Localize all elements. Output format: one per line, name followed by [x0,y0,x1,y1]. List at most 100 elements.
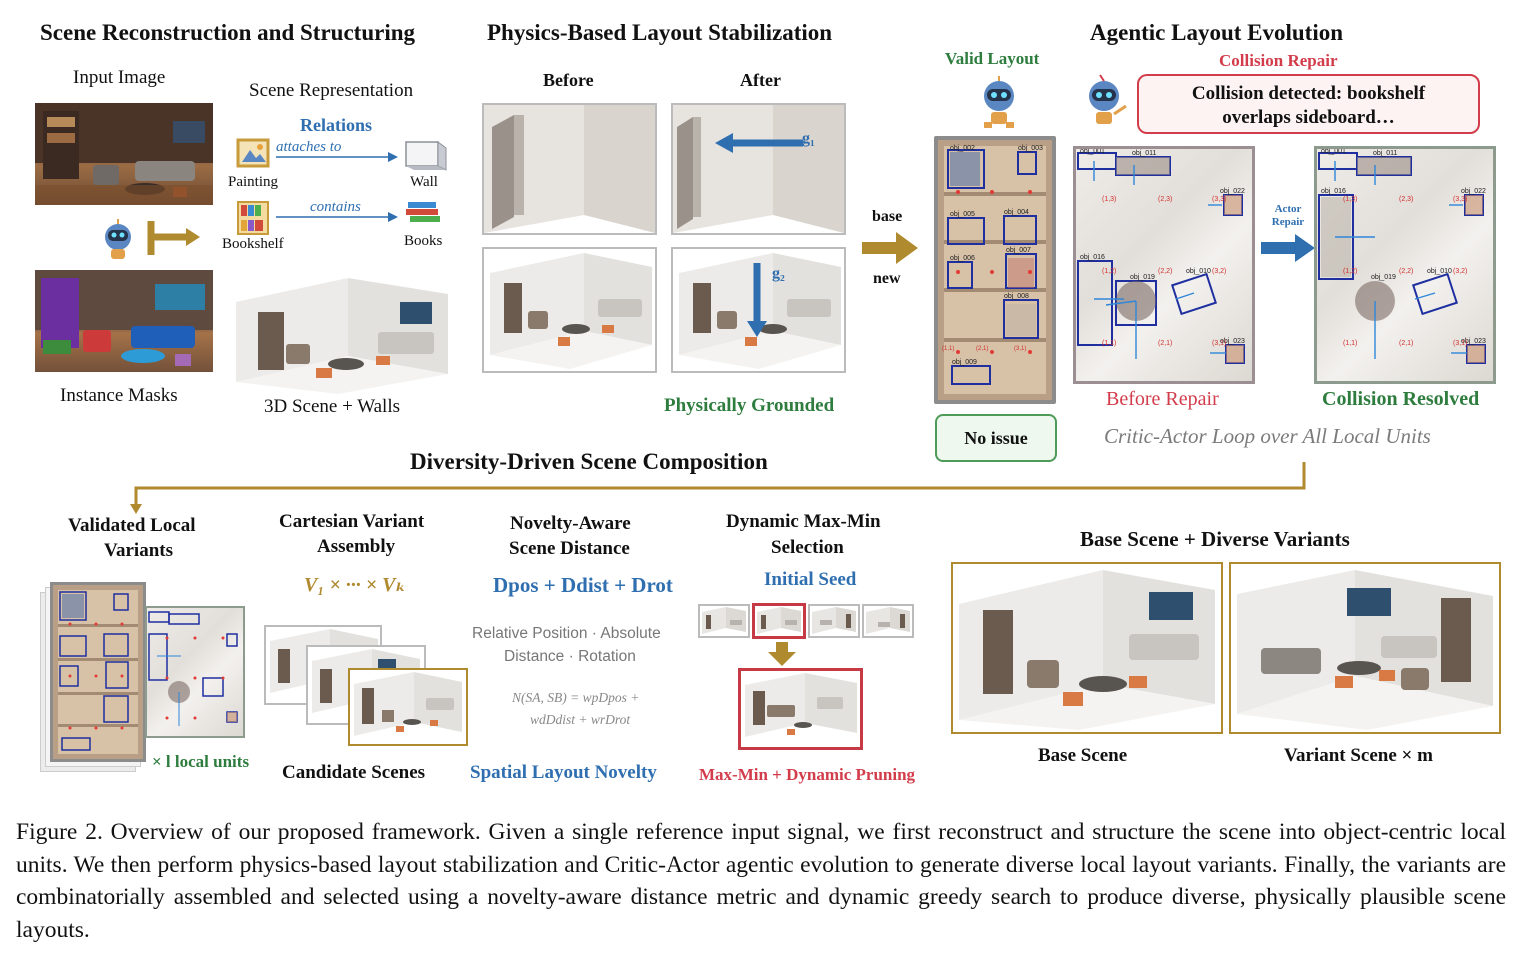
input-room-drawing [35,103,213,205]
critic-robot-icon [984,76,1014,128]
validated-line2: Variants [104,540,173,561]
grid-before-4: (2,2) [1158,268,1172,275]
after-room-image [671,247,846,373]
shelf-label-3: obj_004 [1004,209,1029,216]
shelf-grid-0: (1,1) [942,346,954,352]
instance-masks-image [35,270,213,372]
grid-after-0: (1,3) [1343,196,1357,203]
novelty-line2: Scene Distance [509,538,630,559]
attaches-to-label: attaches to [276,139,342,155]
base-new-arrow [862,232,918,264]
cartesian-line2: Assembly [317,536,396,557]
maxmin-line1: Dynamic Max-Min [726,511,881,532]
robot-icon [105,219,131,259]
plan-before-label-2: obj_022 [1220,188,1245,195]
candidate-scene-3 [348,668,468,746]
before-repair-label: Before Repair [1106,388,1219,410]
grid-before-2: (3,3) [1212,196,1226,203]
grid-before-8: (3,1) [1212,340,1226,347]
seed-thumb-1-drawing [702,607,746,634]
transform-arrow-icon [147,221,200,255]
plan-after-label-5: obj_010 [1427,268,1452,275]
validated-shelf-drawing [53,585,143,759]
bookshelf-label: Bookshelf [222,236,284,252]
grid-after-1: (2,3) [1399,196,1413,203]
valid-layout-label: Valid Layout [945,49,1040,68]
critic-actor-loop-label: Critic-Actor Loop over All Local Units [1104,424,1431,448]
shelf-label-1: obj_003 [1018,145,1043,152]
new-label: new [873,270,901,287]
input-image [35,103,213,205]
local-units-label: × l local units [152,752,250,771]
selected-scene-image [738,668,863,750]
collision-message-box: Collision detected: bookshelf overlaps s… [1137,74,1480,134]
actor-repair-arrow [1261,234,1315,262]
base-label: base [872,208,903,225]
plan-before-label-6: obj_023 [1220,338,1245,345]
plan-before-label-3: obj_016 [1080,254,1105,261]
cartesian-line1: Cartesian Variant [279,511,425,532]
base-scene-label: Base Scene [1038,745,1128,766]
robot-arrow-group [105,219,200,259]
collision-message-line2: overlaps sideboard… [1222,107,1395,128]
validated-plan-drawing [148,611,238,726]
seed-thumb-1 [698,604,750,638]
novelty-desc-line1: Relative Position · Absolute [472,625,661,642]
before-wall-drawing [484,105,655,233]
section-title-reconstruction: Scene Reconstruction and Structuring [40,20,416,45]
novelty-equation-line2: wdDdist + wrDrot [530,712,631,727]
scene-representation-label: Scene Representation [249,80,414,101]
collision-resolved-label: Collision Resolved [1322,388,1480,410]
section-title-physics: Physics-Based Layout Stabilization [487,20,833,45]
shelf-grid-1: (2,1) [976,346,988,352]
section-title-agentic: Agentic Layout Evolution [1090,20,1344,45]
books-icon [406,202,440,222]
selection-down-arrow [768,642,796,666]
books-label: Books [404,233,443,249]
wall-label: Wall [410,174,438,190]
instance-masks-label: Instance Masks [60,385,178,406]
plan-before-label-0: obj_001 [1080,149,1105,155]
plan-before-label-1: obj_011 [1132,150,1157,157]
validated-shelf-card [50,582,146,762]
plan-after-label-0: obj_001 [1321,149,1346,155]
wall-icon [405,141,447,171]
shelf-label-7: obj_009 [952,359,977,366]
figure-caption: Figure 2. Overview of our proposed frame… [16,819,1506,943]
collision-message-line1: Collision detected: bookshelf [1191,83,1426,104]
3d-scene-image [228,272,454,394]
shelf-label-5: obj_007 [1006,247,1031,254]
after-wall-image [671,103,846,235]
actor-robot-icon [1089,74,1127,124]
validated-plan-card [145,606,245,738]
grid-after-5: (3,2) [1453,268,1467,275]
shelf-label-6: obj_008 [1004,293,1029,300]
attaches-arrow [276,152,398,162]
candidate-scenes-label: Candidate Scenes [282,762,426,783]
seed-thumb-3 [808,604,860,638]
section-connector-line [130,462,1306,514]
after-wall-drawing [673,105,844,233]
base-diverse-title: Base Scene + Diverse Variants [1080,527,1350,551]
cartesian-formula: V₁ × ··· × Vₖ [304,574,406,596]
plan-after-label-4: obj_019 [1371,274,1396,281]
maxmin-line2: Selection [771,537,844,558]
novelty-equation-line1: N(SA, SB) = wpDpos + [512,690,640,705]
selected-scene-drawing [745,673,857,737]
after-label: After [740,70,781,90]
grid-before-1: (2,3) [1158,196,1172,203]
novelty-desc-line2: Distance · Rotation [504,648,636,665]
grid-before-6: (1,1) [1102,340,1116,347]
mask-room-drawing [35,270,213,366]
actor-repair-label: Actor Repair [1270,203,1306,229]
physically-grounded-label: Physically Grounded [664,395,835,416]
contains-label: contains [310,199,361,215]
seed-thumb-4-drawing [866,607,910,634]
3d-scene-drawing [236,278,448,394]
actor-repair-line2: Repair [1271,216,1305,228]
